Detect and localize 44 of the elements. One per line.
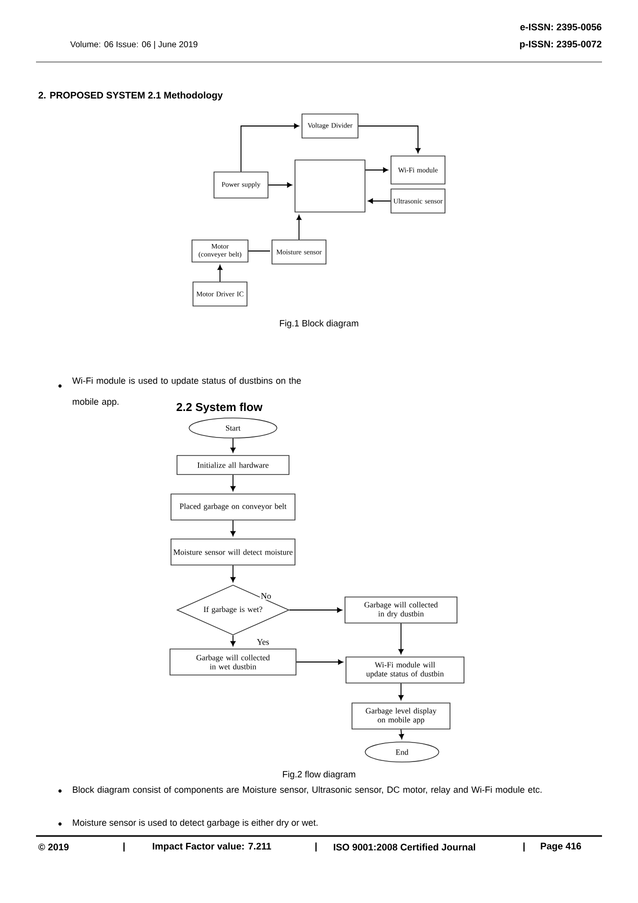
header-text: Volume: 06 Issue: 06 | June 2019 [70,41,198,49]
footer-text: ISO 9001:2008 Certified Journal [334,844,476,850]
arrow [230,564,236,582]
terminal-oval: Start [188,418,278,438]
footer-divider: | [523,842,525,852]
arrow [368,198,392,204]
bullet-text: Moisture sensor is used to detect garbage is either dry or wet. [72,819,318,828]
arrow [288,607,342,613]
bullet-text: Block diagram consist of components are Moisture sensor, Ultrasonic sensor, DC motor, relay and Wi-Fi module etc. [72,786,542,795]
edge-label: No [260,592,272,600]
process-box: Initialize all hardware [176,455,290,475]
arrow [398,728,404,740]
process-box: Placed garbage on conveyor belt [170,494,296,520]
process-box: Garbage will collected in wet dustbin [170,648,296,676]
edge-label: Yes [256,638,270,646]
arrow [230,474,236,492]
process-box: Wi-Fi module will update status of dustbin [346,656,464,684]
terminal-oval: End [364,742,440,762]
figure-caption: Fig.2 flow diagram [282,770,356,780]
arrow [364,167,388,173]
process-box [294,160,366,212]
header-text: e-ISSN: 2395-0056 [520,24,602,30]
arrow [230,520,236,536]
arrow [268,182,292,188]
footer-divider: | [123,842,125,852]
arrow [398,682,404,700]
arrow [296,214,302,240]
arrow [398,622,404,654]
process-box: Garbage will collected in dry dustbin [344,596,458,624]
arrow [240,123,300,172]
arrow [230,438,236,453]
arrow [217,264,223,282]
footer-text: Page 416 [540,842,582,852]
section-heading: 2. PROPOSED SYSTEM 2.1 Methodology [38,92,223,100]
footer-divider: | [315,842,317,852]
arrow [230,634,236,646]
arrow [296,659,344,665]
process-box: Moisture sensor will detect moisture [170,538,296,566]
figure-caption: Fig.1 Block diagram [280,320,358,328]
footer-text: © 2019 [38,844,69,850]
process-box: Garbage level display on mobile app [352,702,450,730]
header-text: p-ISSN: 2395-0072 [520,40,602,50]
arrow [358,126,421,154]
footer-text: Impact Factor value: 7.211 [152,842,272,852]
